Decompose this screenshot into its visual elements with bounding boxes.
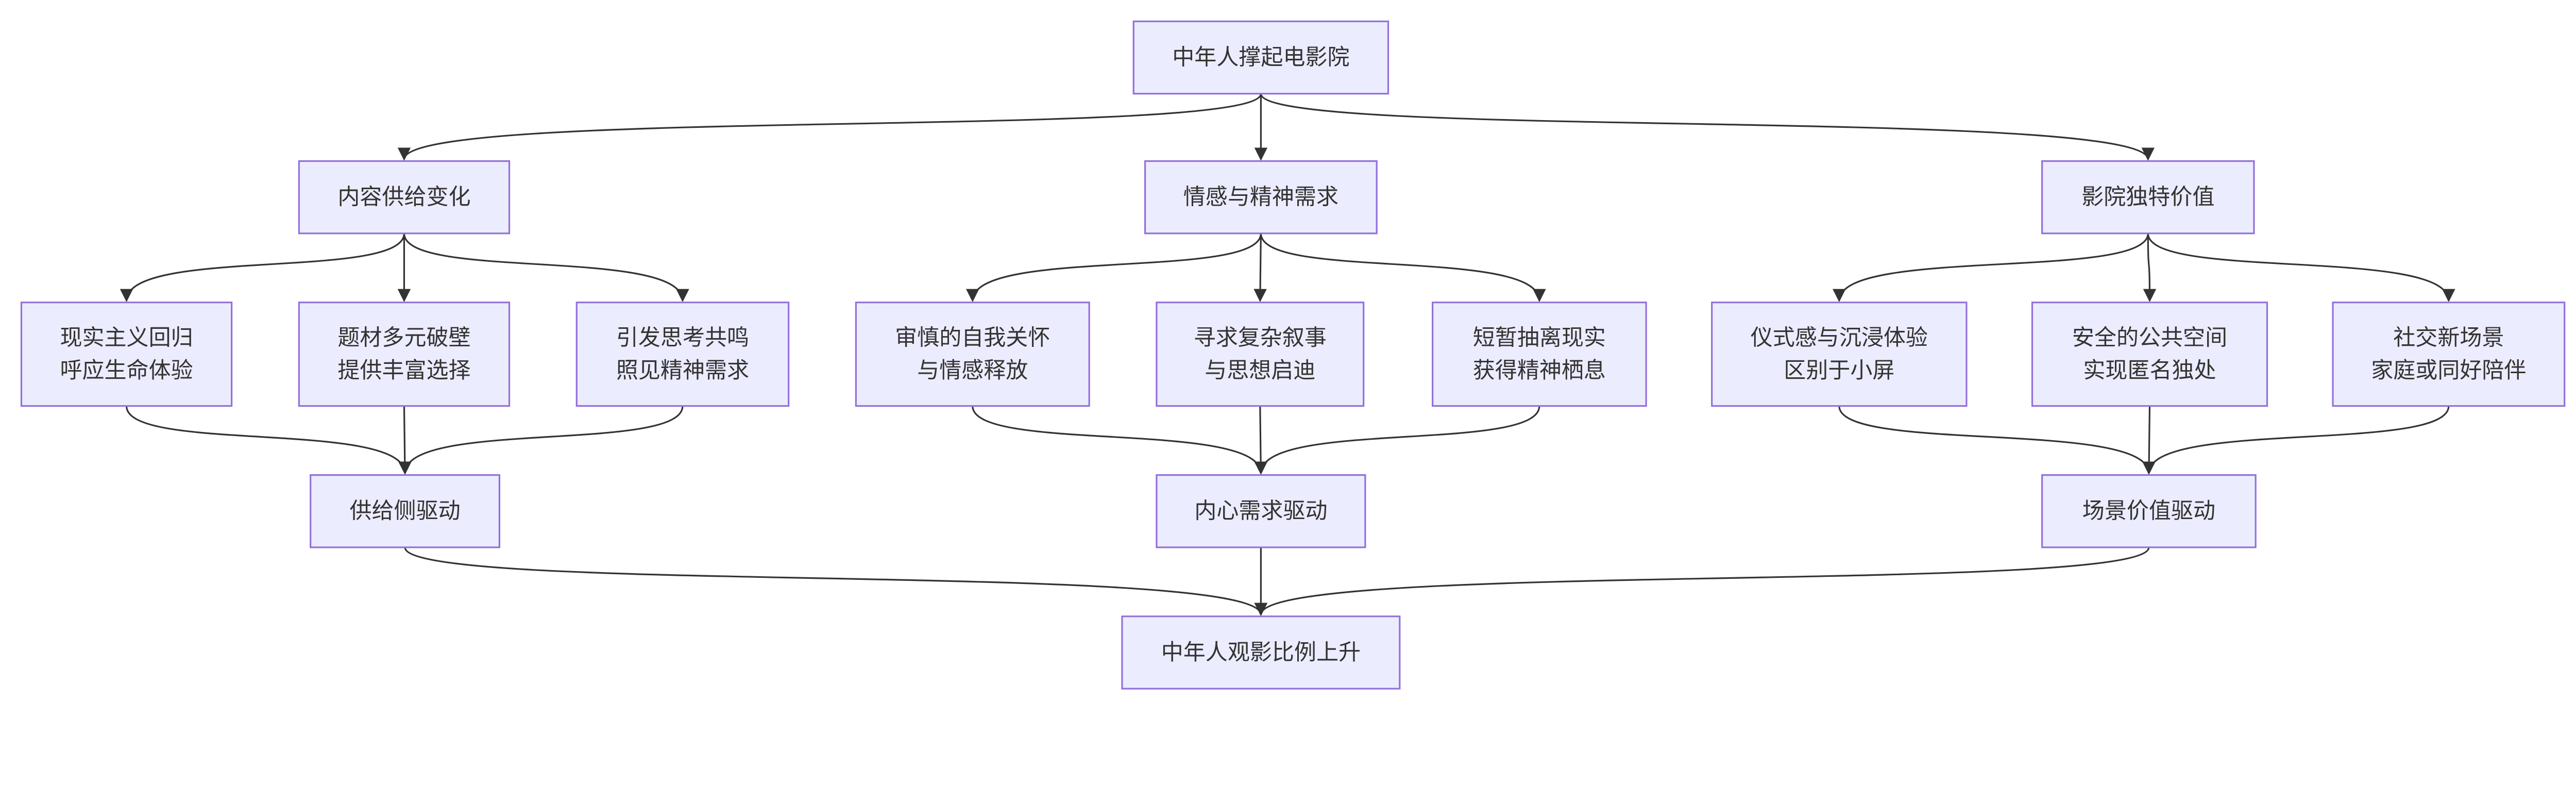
edge-supply-s1 [120, 233, 405, 303]
node-box [1432, 302, 1647, 407]
node-box [1711, 302, 1968, 407]
edge-supply-s3 [403, 233, 689, 303]
node-label: 寻求复杂叙事 [1194, 325, 1327, 351]
edge-value-v2 [2143, 233, 2157, 303]
node-box [310, 474, 500, 548]
edge-s1-sd [125, 406, 412, 475]
flowchart: 中年人撑起电影院内容供给变化情感与精神需求影院独特价值现实主义回归呼应生命体验题… [20, 20, 2566, 690]
node-label: 题材多元破壁 [337, 325, 470, 351]
edge-s3-sd [398, 406, 684, 475]
node-box [1156, 302, 1365, 407]
node-label: 仪式感与沉浸体验 [1751, 325, 1928, 351]
node-label: 现实主义回归 [60, 325, 193, 351]
node-label: 实现匿名独处 [2083, 358, 2216, 383]
node-box [855, 302, 1090, 407]
node-label: 场景价值驱动 [2082, 498, 2215, 524]
edge-root-value [1260, 93, 2155, 161]
node-label: 照见精神需求 [616, 358, 749, 383]
node-label: 中年人撑起电影院 [1172, 45, 1349, 71]
node-label: 安全的公共空间 [2072, 325, 2227, 351]
node-vd: 场景价值驱动 [2041, 474, 2257, 548]
edge-root-supply [398, 93, 1262, 161]
edge-value-v3 [2147, 233, 2455, 303]
node-sd: 供给侧驱动 [310, 474, 500, 548]
edge-value-v1 [1833, 233, 2149, 303]
edge-e3-ed [1254, 406, 1540, 475]
node-label: 社交新场景 [2393, 325, 2504, 351]
nodes: 中年人撑起电影院内容供给变化情感与精神需求影院独特价值现实主义回归呼应生命体验题… [20, 20, 2566, 690]
node-label: 引发思考共鸣 [616, 325, 749, 351]
node-box [1144, 160, 1378, 235]
node-box [298, 160, 511, 235]
node-label: 影院独特价值 [2081, 185, 2214, 210]
edge-vd-final [1255, 547, 2150, 616]
node-label: 与思想启迪 [1205, 358, 1315, 383]
node-label: 供给侧驱动 [349, 498, 460, 524]
edge-v2-vd [2142, 406, 2156, 475]
node-box [2041, 160, 2255, 235]
node-label: 家庭或同好陪伴 [2371, 358, 2526, 383]
node-final: 中年人观影比例上升 [1121, 615, 1401, 690]
edge-emotion-e2 [1253, 233, 1267, 303]
edge-s2-sd [398, 406, 412, 475]
node-label: 中年人观影比例上升 [1161, 640, 1361, 665]
node-label: 内容供给变化 [337, 185, 470, 210]
node-label: 情感与精神需求 [1183, 185, 1338, 210]
node-box [298, 302, 511, 407]
node-box [1156, 474, 1366, 548]
node-box [2031, 302, 2268, 407]
node-label: 提供丰富选择 [337, 358, 470, 383]
node-box [2041, 474, 2257, 548]
edge-emotion-e1 [966, 233, 1262, 303]
node-label: 内心需求驱动 [1194, 498, 1327, 524]
edge-e2-ed [1254, 406, 1267, 475]
node-ed: 内心需求驱动 [1156, 474, 1366, 548]
node-box [1132, 20, 1389, 95]
edge-v3-vd [2142, 406, 2450, 475]
node-label: 与情感释放 [917, 358, 1028, 383]
node-label: 呼应生命体验 [60, 358, 193, 383]
node-label: 获得精神栖息 [1473, 358, 1606, 383]
node-root: 中年人撑起电影院 [1132, 20, 1389, 95]
node-label: 区别于小屏 [1784, 358, 1894, 383]
node-value: 影院独特价值 [2041, 160, 2255, 235]
edge-v1-vd [1838, 406, 2156, 475]
edges [120, 93, 2455, 616]
node-emotion: 情感与精神需求 [1144, 160, 1378, 235]
edge-e1-ed [972, 406, 1268, 475]
node-label: 审慎的自我关怀 [895, 325, 1050, 351]
node-supply: 内容供给变化 [298, 160, 511, 235]
node-box [20, 302, 233, 407]
node-box [2332, 302, 2566, 407]
edge-sd-final [404, 547, 1267, 616]
node-label: 短暂抽离现实 [1473, 325, 1606, 351]
node-box [575, 302, 790, 407]
node-box [1121, 615, 1401, 690]
edge-emotion-e3 [1260, 233, 1546, 303]
